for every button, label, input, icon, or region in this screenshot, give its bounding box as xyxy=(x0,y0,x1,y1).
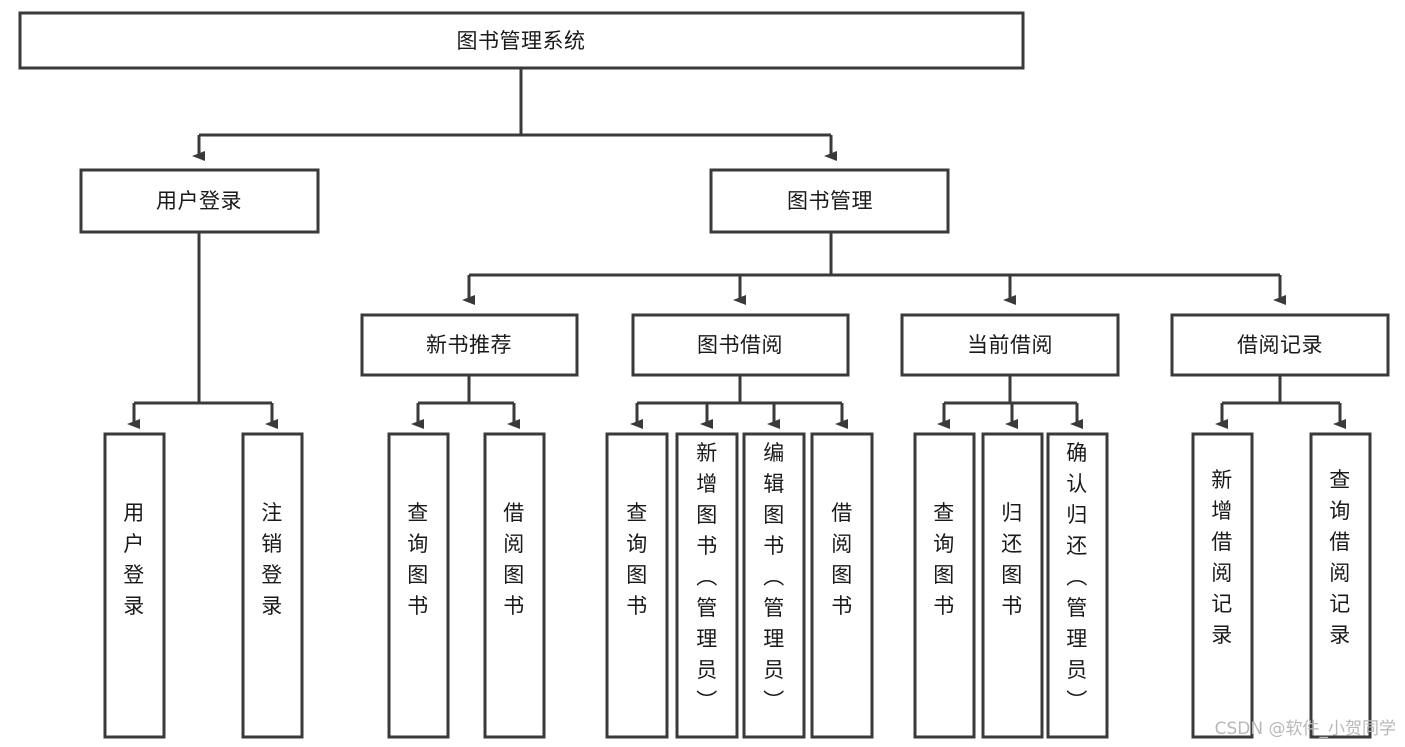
node-root-box xyxy=(18,11,1025,70)
leaf-node-borrow-record-1-label: 新增借阅记录 xyxy=(1211,468,1233,647)
leaf-node-book-borrow-4-label: 借阅图书 xyxy=(831,501,853,618)
node-book-borrow-box xyxy=(631,313,850,377)
node-borrow-record-label: 借阅记录 xyxy=(1237,333,1323,357)
leaf-node-new-book-1-label: 查询图书 xyxy=(407,501,429,618)
csdn-watermark: CSDN @软件_小贺同学 xyxy=(1215,719,1396,739)
leaf-node-borrow-record-1[interactable]: 新增借阅记录 xyxy=(1191,432,1254,739)
node-book-borrow-label: 图书借阅 xyxy=(697,333,783,357)
leaf-node-current-borrow-2-label: 归还图书 xyxy=(1001,501,1023,618)
leaf-node-new-book-2[interactable]: 借阅图书 xyxy=(483,432,546,739)
leaf-node-borrow-record-2-label: 查询借阅记录 xyxy=(1329,468,1351,647)
leaf-node-user-login-1[interactable]: 用户登录 xyxy=(103,432,166,739)
node-user-login-label: 用户登录 xyxy=(156,189,242,213)
node-current-borrow-label: 当前借阅 xyxy=(967,333,1053,357)
leaf-node-book-borrow-3-box xyxy=(742,432,806,739)
leaf-node-current-borrow-1-box xyxy=(913,432,976,739)
leaf-node-new-book-1-box xyxy=(387,432,450,739)
node-borrow-record[interactable]: 借阅记录 xyxy=(1170,313,1390,377)
node-book-management-box xyxy=(709,168,950,234)
node-user-login-box xyxy=(79,168,320,234)
leaf-node-user-login-2-box xyxy=(241,432,304,739)
leaf-node-new-book-2-box xyxy=(483,432,546,739)
leaf-node-book-borrow-3[interactable]: 编辑图书︵管理员︶ xyxy=(742,432,806,739)
leaf-node-current-borrow-1[interactable]: 查询图书 xyxy=(913,432,976,739)
node-book-management-label: 图书管理 xyxy=(787,189,873,213)
leaf-node-new-book-2-label: 借阅图书 xyxy=(503,501,525,618)
node-new-book-recommend[interactable]: 新书推荐 xyxy=(360,313,579,377)
leaf-node-borrow-record-2-box xyxy=(1309,432,1372,739)
leaf-node-book-borrow-3-label: 编辑图书︵管理员︶ xyxy=(763,441,785,713)
leaf-node-user-login-2-label: 注销登录 xyxy=(261,501,283,618)
leaf-node-current-borrow-3-box xyxy=(1046,432,1109,739)
leaf-node-book-borrow-1-box xyxy=(605,432,669,739)
node-borrow-record-box xyxy=(1170,313,1390,377)
node-book-management[interactable]: 图书管理 xyxy=(709,168,950,234)
node-current-borrow-box xyxy=(900,313,1120,377)
leaf-node-current-borrow-2[interactable]: 归还图书 xyxy=(981,432,1044,739)
leaf-node-user-login-2[interactable]: 注销登录 xyxy=(241,432,304,739)
leaf-node-book-borrow-2-label: 新增图书︵管理员︶ xyxy=(696,441,718,713)
connector-layer xyxy=(127,68,1346,429)
node-current-borrow[interactable]: 当前借阅 xyxy=(900,313,1120,377)
leaf-node-book-borrow-2-box xyxy=(675,432,739,739)
leaf-node-book-borrow-1-label: 查询图书 xyxy=(626,501,648,618)
leaf-node-new-book-1[interactable]: 查询图书 xyxy=(387,432,450,739)
leaf-node-book-borrow-1[interactable]: 查询图书 xyxy=(605,432,669,739)
leaf-node-current-borrow-1-label: 查询图书 xyxy=(933,501,955,618)
leaf-node-user-login-1-label: 用户登录 xyxy=(123,501,145,618)
leaf-node-book-borrow-4[interactable]: 借阅图书 xyxy=(810,432,874,739)
leaf-node-user-login-1-box xyxy=(103,432,166,739)
node-book-borrow[interactable]: 图书借阅 xyxy=(631,313,850,377)
node-root-book-management-system[interactable]: 图书管理系统 xyxy=(18,11,1025,70)
leaf-node-book-borrow-4-box xyxy=(810,432,874,739)
node-new-book-recommend-box xyxy=(360,313,579,377)
node-new-book-recommend-label: 新书推荐 xyxy=(426,333,512,357)
leaf-node-borrow-record-2[interactable]: 查询借阅记录 xyxy=(1309,432,1372,739)
leaf-node-book-borrow-2[interactable]: 新增图书︵管理员︶ xyxy=(675,432,739,739)
leaf-node-borrow-record-1-box xyxy=(1191,432,1254,739)
leaf-node-current-borrow-3[interactable]: 确认归还︵管理员︶ xyxy=(1046,432,1109,739)
node-user-login[interactable]: 用户登录 xyxy=(79,168,320,234)
leaf-node-current-borrow-2-box xyxy=(981,432,1044,739)
node-root-label: 图书管理系统 xyxy=(457,29,586,53)
leaf-node-current-borrow-3-label: 确认归还︵管理员︶ xyxy=(1066,441,1088,713)
